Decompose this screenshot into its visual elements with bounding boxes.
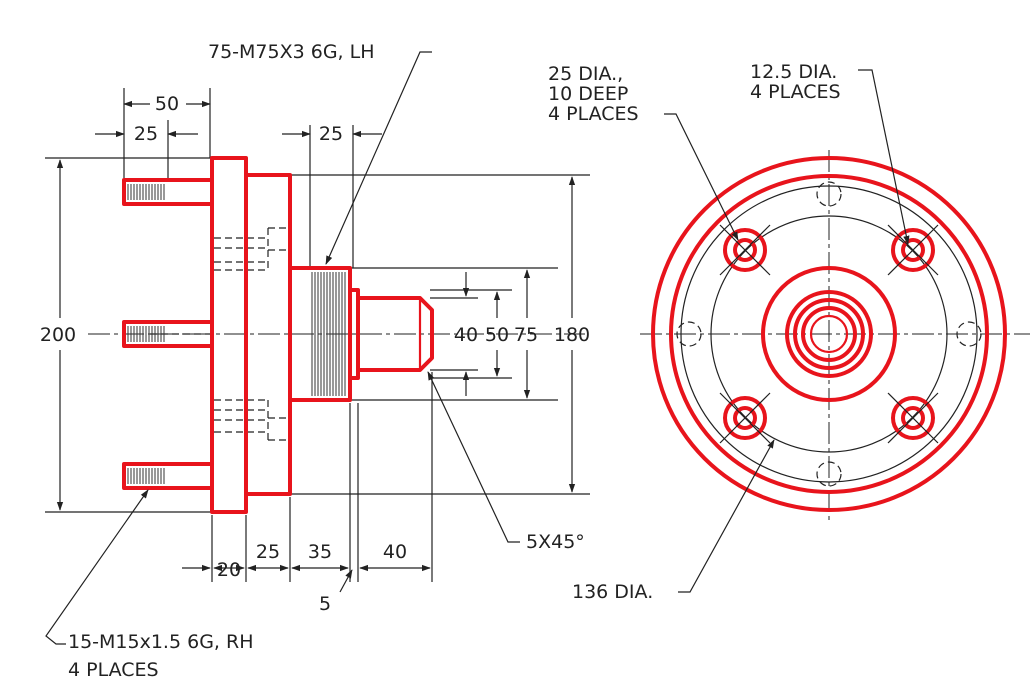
dim-hub-dia: 180 bbox=[554, 324, 590, 346]
stud-bottom bbox=[122, 462, 212, 490]
hole-upper-left bbox=[719, 224, 771, 276]
callout-stud-places: 4 PLACES bbox=[68, 659, 159, 681]
dim-overall-height: 200 bbox=[40, 324, 76, 346]
dim-flange-thk: 20 bbox=[217, 559, 241, 581]
dim-thread-dia: 75 bbox=[514, 324, 538, 346]
front-view: 75-M75X3 6G, LH 50 25 25 200 40 50 75 18… bbox=[40, 41, 590, 681]
callout-chamfer: 5X45° bbox=[526, 531, 585, 553]
front-view-annotations: 75-M75X3 6G, LH 50 25 25 200 40 50 75 18… bbox=[40, 41, 590, 681]
hub bbox=[246, 173, 292, 496]
callout-bore-dia: 25 DIA., bbox=[548, 63, 623, 85]
callout-hole-places: 4 PLACES bbox=[750, 81, 841, 103]
dim-pilot-dia: 40 bbox=[454, 324, 478, 346]
thread-hatching bbox=[127, 184, 346, 484]
dim-thread-len: 35 bbox=[308, 541, 332, 563]
callout-bore-depth: 10 DEEP bbox=[548, 83, 628, 105]
bolt-circle bbox=[710, 215, 948, 453]
end-view-annotations: 25 DIA., 10 DEEP 4 PLACES 12.5 DIA. 4 PL… bbox=[548, 61, 841, 603]
flange bbox=[210, 156, 248, 514]
hidden-stud-circles bbox=[676, 181, 982, 487]
pilot-circle bbox=[793, 298, 865, 370]
bore-circle bbox=[809, 314, 849, 354]
dim-thread-length: 25 bbox=[319, 123, 343, 145]
callout-bore-places: 4 PLACES bbox=[548, 103, 639, 125]
hub-circle bbox=[680, 185, 978, 483]
pilot bbox=[358, 296, 434, 372]
callout-outer-thread: 75-M75X3 6G, LH bbox=[208, 41, 375, 63]
end-view-centerlines bbox=[640, 150, 1030, 520]
neck-circle bbox=[785, 290, 873, 378]
part-outline bbox=[122, 156, 434, 514]
callout-stud-thread: 15-M15x1.5 6G, RH bbox=[68, 631, 253, 653]
stud-top bbox=[122, 178, 212, 206]
callout-bolt-circle: 136 DIA. bbox=[572, 581, 653, 603]
hole-upper-right bbox=[887, 224, 939, 276]
callout-hole-dia: 12.5 DIA. bbox=[750, 61, 837, 83]
dim-stud-span: 50 bbox=[155, 93, 179, 115]
stud-middle bbox=[122, 320, 212, 348]
dimension-lines bbox=[56, 100, 576, 593]
thread-outer-circle bbox=[761, 266, 897, 402]
dim-stud-thread-length: 25 bbox=[134, 123, 158, 145]
end-view: 25 DIA., 10 DEEP 4 PLACES 12.5 DIA. 4 PL… bbox=[548, 61, 1030, 603]
flange-outer-circle bbox=[651, 156, 1007, 512]
dim-hub-len: 25 bbox=[256, 541, 280, 563]
dim-neck-dia: 50 bbox=[485, 324, 509, 346]
leaders bbox=[45, 51, 520, 645]
hole-lower-right bbox=[887, 392, 939, 444]
hole-lower-left bbox=[719, 392, 771, 444]
threaded-section bbox=[290, 266, 352, 402]
relief-groove bbox=[350, 288, 360, 380]
flange-inner-circle bbox=[669, 174, 989, 494]
end-view-leaders bbox=[664, 69, 910, 593]
hidden-lines bbox=[150, 227, 290, 441]
dim-pilot-len: 40 bbox=[383, 541, 407, 563]
counterbored-holes bbox=[719, 224, 939, 444]
dim-groove: 5 bbox=[319, 593, 331, 615]
pilot-chamfer-circle bbox=[801, 306, 857, 362]
